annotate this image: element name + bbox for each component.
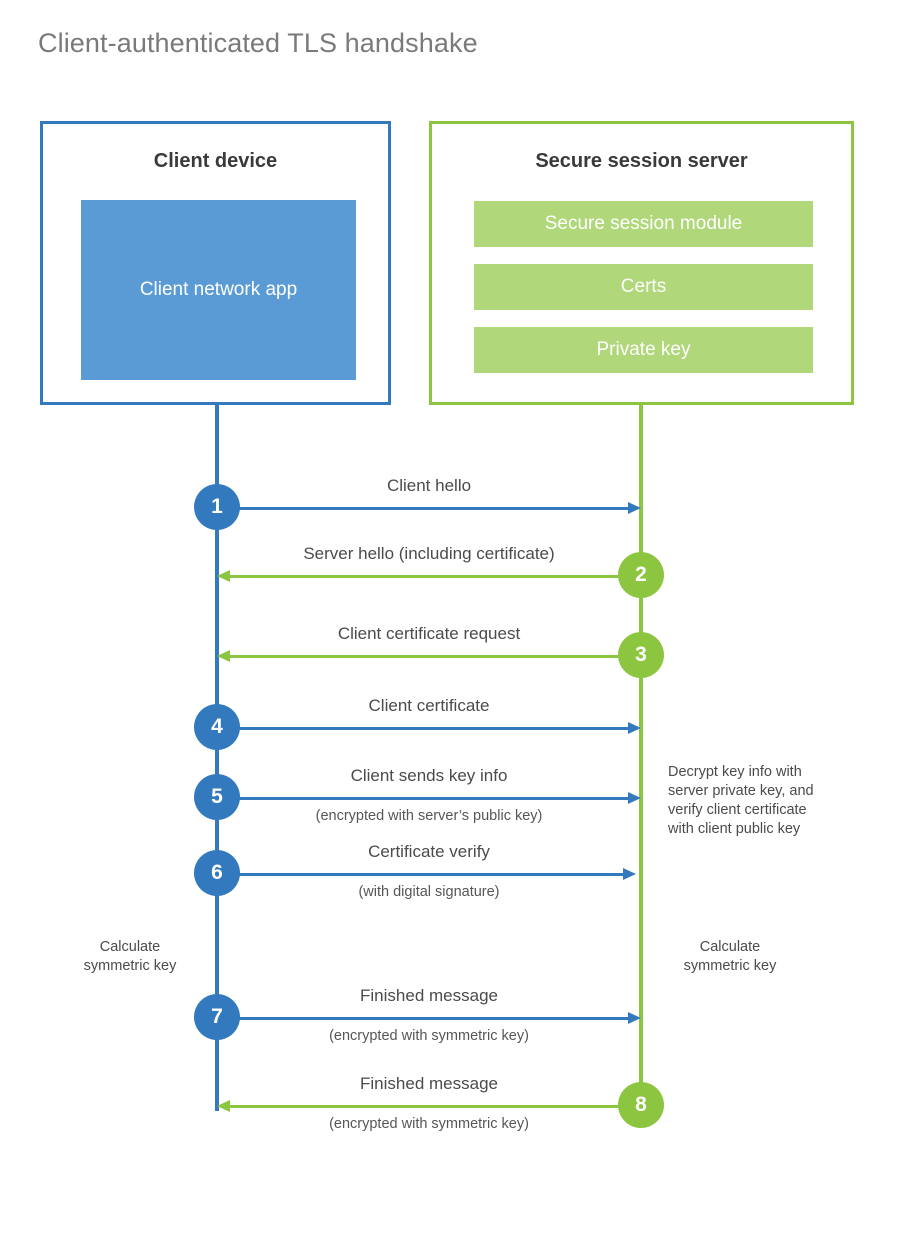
message-7-sublabel: (encrypted with symmetric key) [329, 1028, 529, 1044]
page-title: Client-authenticated TLS handshake [38, 28, 478, 58]
message-3-arrowhead [217, 650, 230, 662]
client-calculate-line-1: Calculate [99, 939, 161, 955]
client-device-title: Client device [153, 150, 278, 172]
step-circle-4[interactable]: 4 [194, 704, 240, 750]
message-6-sublabel: (with digital signature) [358, 884, 500, 900]
message-3-line [230, 655, 641, 658]
server-decrypt-line-1: Decrypt key info with [668, 764, 802, 780]
message-6-label: Certificate verify [368, 842, 490, 861]
message-1-arrowhead [628, 502, 641, 514]
message-2-label: Server hello (including certificate) [303, 544, 555, 563]
message-3-label: Client certificate request [337, 624, 521, 643]
step-circle-7[interactable]: 7 [194, 994, 240, 1040]
server-decrypt-annotation: Decrypt key info with server private key… [668, 763, 868, 838]
message-1-line [217, 507, 628, 510]
step-circle-2[interactable]: 2 [618, 552, 664, 598]
step-circle-8[interactable]: 8 [618, 1082, 664, 1128]
message-8-arrowhead [217, 1100, 230, 1112]
message-2-arrowhead [217, 570, 230, 582]
secure-session-server-box: Secure session server Secure session mod… [429, 121, 854, 405]
message-8-line [230, 1105, 641, 1108]
client-calculate-annotation: Calculate symmetric key [60, 938, 200, 976]
message-5-label: Client sends key info [350, 766, 508, 785]
message-8-sublabel: (encrypted with symmetric key) [329, 1116, 529, 1132]
server-calculate-annotation: Calculate symmetric key [660, 938, 800, 976]
server-decrypt-line-3: verify client certificate [668, 801, 807, 818]
message-5-sublabel: (encrypted with server’s public key) [315, 808, 543, 824]
message-7-label: Finished message [360, 986, 498, 1005]
client-calculate-line-2: symmetric key [83, 957, 177, 974]
message-4-arrowhead [628, 722, 641, 734]
message-8-label: Finished message [360, 1074, 498, 1093]
message-6-line [217, 873, 623, 876]
step-circle-6[interactable]: 6 [194, 850, 240, 896]
step-circle-3[interactable]: 3 [618, 632, 664, 678]
server-calculate-line-2: symmetric key [683, 957, 777, 974]
step-circle-5[interactable]: 5 [194, 774, 240, 820]
secure-session-module-block: Secure session module [474, 201, 813, 247]
message-5-line [217, 797, 628, 800]
client-lifeline [215, 405, 219, 1111]
message-4-label: Client certificate [368, 696, 490, 715]
client-network-app-block: Client network app [81, 200, 356, 380]
secure-session-server-title: Secure session server [535, 150, 748, 172]
message-6-arrowhead [623, 868, 636, 880]
private-key-block: Private key [474, 327, 813, 373]
message-7-arrowhead [628, 1012, 641, 1024]
step-circle-1[interactable]: 1 [194, 484, 240, 530]
message-4-line [217, 727, 628, 730]
message-7-line [217, 1017, 628, 1020]
server-decrypt-line-2: server private key, and [668, 782, 814, 799]
certs-block: Certs [474, 264, 813, 310]
message-2-line [230, 575, 641, 578]
message-1-label: Client hello [386, 476, 472, 495]
server-lifeline [639, 405, 643, 1105]
message-5-arrowhead [628, 792, 641, 804]
client-device-box: Client device Client network app [40, 121, 391, 405]
server-decrypt-line-4: with client public key [668, 820, 801, 837]
server-calculate-line-1: Calculate [699, 939, 761, 955]
